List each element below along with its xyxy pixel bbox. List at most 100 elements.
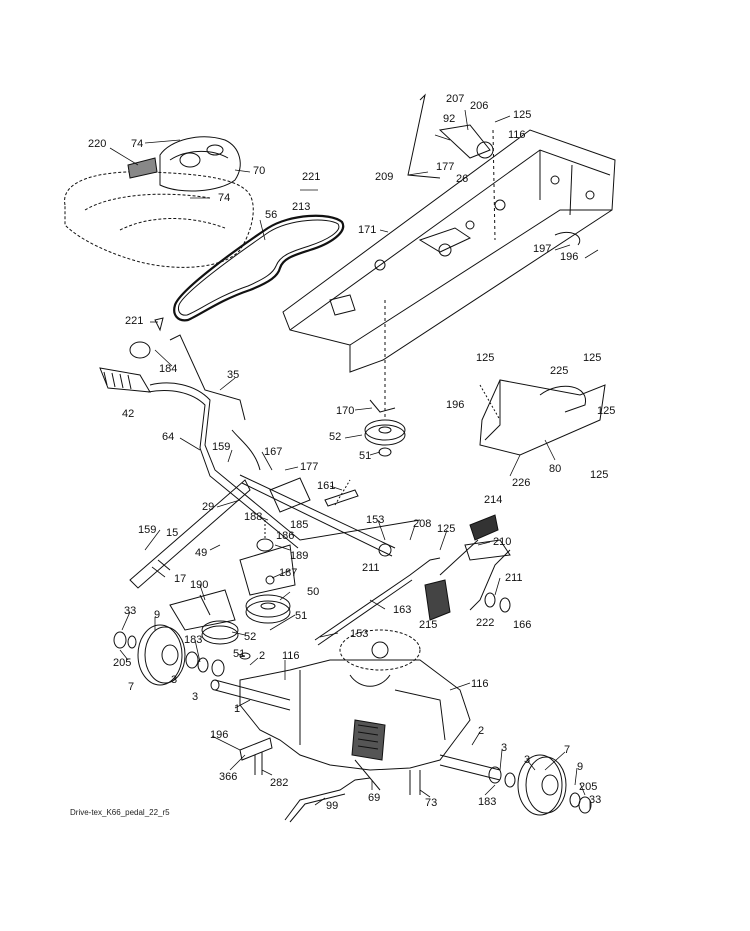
ref-label: 33 — [124, 605, 137, 617]
transaxle — [210, 629, 501, 781]
bracket-80 — [479, 379, 606, 456]
ref-label: 56 — [265, 209, 278, 221]
drive-belt — [173, 214, 345, 322]
ref-label: 211 — [505, 572, 523, 584]
ref-label: 33 — [589, 794, 602, 806]
ref-label: 196 — [210, 729, 229, 741]
ref-label: 205 — [113, 657, 132, 669]
ref-label: 177 — [436, 161, 455, 173]
ref-label: 163 — [393, 604, 412, 616]
ref-label: 166 — [513, 619, 532, 631]
ref-label: 7 — [128, 681, 135, 693]
diagram-caption: Drive-tex_K66_pedal_22_r5 — [70, 808, 170, 817]
rod-69 — [354, 759, 421, 795]
ref-label: 221 — [302, 171, 321, 183]
ref-label: 52 — [244, 631, 257, 643]
ref-label: 2 — [259, 650, 266, 662]
ref-label: 159 — [212, 441, 231, 453]
ref-label: 9 — [577, 761, 584, 773]
ref-label: 196 — [446, 399, 465, 411]
ref-label: 125 — [437, 523, 456, 535]
ref-label: 51 — [295, 610, 308, 622]
ref-label: 35 — [227, 369, 240, 381]
brake-pedal — [424, 514, 511, 621]
ref-label: 116 — [282, 650, 300, 662]
ref-label: 186 — [276, 530, 295, 542]
ref-label: 215 — [419, 619, 438, 631]
bracket-366 — [239, 737, 273, 775]
fender-hood — [64, 136, 254, 268]
ref-label: 177 — [300, 461, 319, 473]
ref-label: 205 — [579, 781, 598, 793]
ref-label: 3 — [524, 754, 531, 766]
ref-label: 153 — [366, 514, 385, 526]
ref-label: 73 — [425, 797, 438, 809]
ref-label: 170 — [336, 405, 355, 417]
ref-label: 214 — [484, 494, 503, 506]
wheel-hub-left — [113, 624, 225, 686]
ref-label: 211 — [362, 562, 380, 574]
ref-label: 70 — [253, 165, 266, 177]
ref-label: 153 — [350, 628, 369, 640]
ref-label: 222 — [476, 617, 495, 629]
ref-label: 209 — [375, 171, 394, 183]
lift-handle — [99, 317, 421, 549]
ref-label: 206 — [470, 100, 489, 112]
ref-label: 69 — [368, 792, 381, 804]
ref-label: 125 — [476, 352, 495, 364]
ref-label: 29 — [202, 501, 215, 513]
ref-label: 220 — [88, 138, 107, 150]
ref-label: 213 — [292, 201, 311, 213]
ref-label: 64 — [162, 431, 175, 443]
ref-label: 50 — [307, 586, 320, 598]
leader-lines — [109, 109, 599, 810]
idler-bracket — [239, 520, 296, 596]
ref-label: 125 — [590, 469, 609, 481]
ref-label: 366 — [219, 771, 238, 783]
pulley-lower — [201, 594, 291, 660]
ref-label: 74 — [131, 138, 144, 150]
ref-label: 171 — [358, 224, 377, 236]
ref-label: 210 — [493, 536, 512, 548]
ref-label: 207 — [446, 93, 465, 105]
ref-label: 159 — [138, 524, 157, 536]
ref-label: 196 — [560, 251, 579, 263]
ref-label: 125 — [597, 405, 616, 417]
wheel-hub-right — [488, 754, 592, 816]
ref-label: 125 — [583, 352, 602, 364]
ref-label: 188 — [244, 511, 263, 523]
ref-label: 282 — [270, 777, 289, 789]
ref-label: 1 — [234, 703, 241, 715]
ref-label: 26 — [456, 173, 469, 185]
ref-label: 185 — [290, 519, 309, 531]
ref-label: 167 — [264, 446, 283, 458]
ref-label: 187 — [279, 567, 298, 579]
bracket-190 — [169, 589, 236, 631]
ref-label: 74 — [218, 192, 231, 204]
ref-label: 51 — [359, 450, 372, 462]
ref-label: 99 — [326, 800, 339, 812]
ref-label: 3 — [171, 674, 178, 686]
ref-label: 42 — [122, 408, 135, 420]
rod-99 — [284, 777, 371, 823]
ref-label: 15 — [166, 527, 179, 539]
ref-label: 197 — [533, 243, 552, 255]
ref-label: 49 — [195, 547, 208, 559]
ref-label: 116 — [471, 678, 489, 690]
ref-label: 17 — [174, 573, 187, 585]
pedal-shaft — [129, 474, 396, 589]
ref-label: 7 — [564, 744, 571, 756]
ref-label: 208 — [413, 518, 432, 530]
ref-label: 226 — [512, 477, 531, 489]
ref-label: 116 — [508, 129, 526, 141]
ref-label: 2 — [478, 725, 485, 737]
ref-label: 184 — [159, 363, 178, 375]
ref-label: 221 — [125, 315, 144, 327]
ref-label: 125 — [513, 109, 532, 121]
ref-label: 92 — [443, 113, 456, 125]
rod-209 — [407, 93, 496, 241]
ref-label: 51 — [233, 648, 246, 660]
pulley-upper — [364, 300, 406, 457]
ref-label: 189 — [290, 550, 309, 562]
